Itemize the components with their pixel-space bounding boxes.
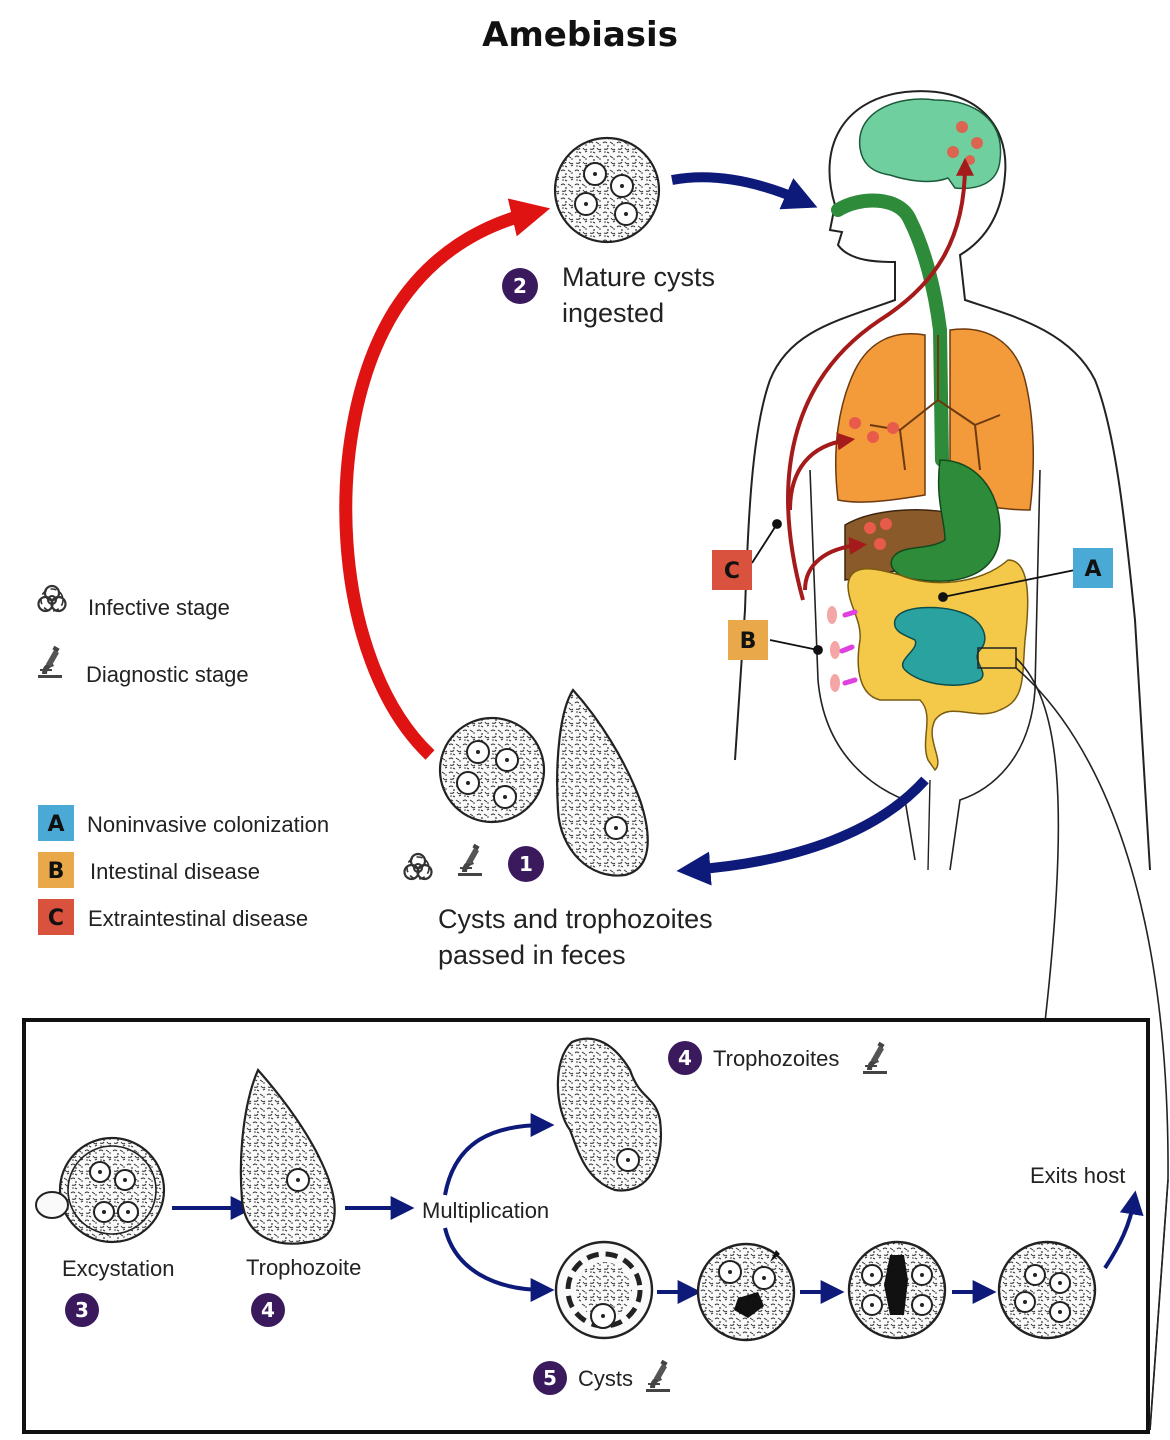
legend-item-a: A Noninvasive colonization <box>38 805 329 841</box>
legend-text-b: Intestinal disease <box>90 859 260 884</box>
stage-2-label-line1: Mature cysts <box>562 262 715 292</box>
mature-cyst-top <box>555 138 659 242</box>
marker-c: C <box>712 550 752 590</box>
left-lung <box>836 334 925 502</box>
stage-3-number: 3 <box>75 1298 89 1322</box>
marker-a-letter: A <box>1084 557 1101 582</box>
marker-c-letter: C <box>724 559 740 584</box>
marker-a: A <box>1073 548 1113 588</box>
stage-5-badge: 5 <box>533 1361 567 1395</box>
legend-microscope-icon <box>38 646 62 678</box>
stage-4a-badge: 4 <box>251 1293 285 1327</box>
stage-1-label-line2: passed in feces <box>438 940 626 970</box>
trophozoite-stage-1 <box>557 690 648 876</box>
trophozoite-label: Trophozoite <box>246 1255 361 1280</box>
excystation-label: Excystation <box>62 1256 175 1281</box>
biohazard-icon <box>405 854 432 879</box>
cyst-stage-1 <box>440 718 544 822</box>
cysts-label: Cysts <box>578 1366 633 1391</box>
stage-1-number: 1 <box>519 852 533 876</box>
multiplication-label: Multiplication <box>422 1198 549 1223</box>
stage-4b-badge: 4 <box>668 1041 702 1075</box>
legend-text-c: Extraintestinal disease <box>88 906 308 931</box>
legend-text-a: Noninvasive colonization <box>87 812 329 837</box>
legend-infective-label: Infective stage <box>88 595 230 620</box>
stage-5-number: 5 <box>543 1366 557 1390</box>
arrow-ingestion <box>672 177 805 202</box>
cyst-stage-mature <box>999 1242 1095 1338</box>
legend-item-b: B Intestinal disease <box>38 852 260 888</box>
microscope-icon <box>458 844 482 876</box>
stage-3-badge: 3 <box>65 1293 99 1327</box>
stage-4b-number: 4 <box>678 1046 692 1070</box>
stage-2-badge: 2 <box>502 268 538 304</box>
exits-host-label: Exits host <box>1030 1163 1125 1188</box>
stage-4a-number: 4 <box>261 1298 275 1322</box>
stage-2-number: 2 <box>513 274 527 298</box>
legend-letter-c: C <box>48 906 64 931</box>
stage-1-badge: 1 <box>508 846 544 882</box>
stage-2-label-line2: ingested <box>562 298 664 328</box>
cyst-stage-uninucleate <box>556 1242 652 1338</box>
legend-biohazard-icon <box>39 586 66 611</box>
diagram-title: Amebiasis <box>482 15 678 55</box>
marker-b-letter: B <box>740 629 757 654</box>
stage-1-label-line1: Cysts and trophozoites <box>438 904 713 934</box>
legend-letter-b: B <box>48 859 65 884</box>
trophozoites-label: Trophozoites <box>713 1046 839 1071</box>
marker-b: B <box>728 620 768 660</box>
cyst-stage-quadrinucleate-chromatoid <box>849 1242 945 1338</box>
intestinal-lesions <box>827 606 855 692</box>
cyst-stage-binucleate <box>698 1244 794 1340</box>
legend-diagnostic-label: Diagnostic stage <box>86 662 249 687</box>
legend-letter-a: A <box>47 812 64 837</box>
legend-item-c: C Extraintestinal disease <box>38 899 308 935</box>
